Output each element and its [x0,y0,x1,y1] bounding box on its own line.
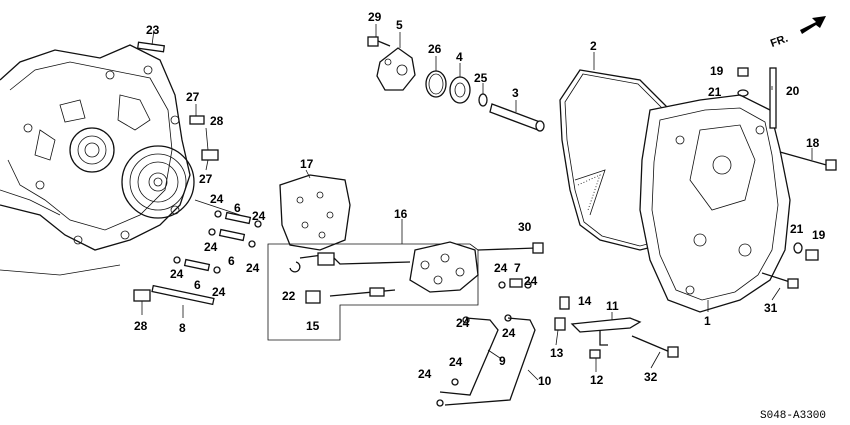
bracket-13 [554,317,566,331]
callout-12: 12 [590,373,604,387]
callout-29: 29 [368,10,382,24]
separator-plate-17 [279,174,351,251]
valve-body-group-frame [267,243,479,341]
callout-6-c: 6 [194,278,201,292]
callout-28-a: 28 [210,114,224,128]
leader-lines [141,24,813,381]
callout-24-f: 24 [212,285,226,299]
callout-7: 7 [514,261,521,275]
pipes-6-8 [151,210,262,306]
valve-body-16 [289,241,479,304]
callout-18: 18 [806,136,820,150]
bolt-32 [631,335,679,358]
dowel-pin-23 [136,41,166,53]
stud-bolts-right [737,67,837,289]
direction-label: FR. [769,33,790,50]
callout-6-b: 6 [228,254,235,268]
cover-plate-5 [376,47,416,91]
callout-19-b: 19 [812,228,826,242]
callout-27-b: 27 [199,172,213,186]
bolt-29 [367,36,391,47]
transmission-housing [0,44,241,276]
callout-11: 11 [606,299,619,313]
bearing-4 [449,76,471,104]
o-ring-26 [425,70,447,98]
callout-24-k: 24 [449,355,463,369]
callout-27-a: 27 [186,90,200,104]
callout-25: 25 [474,71,488,85]
callout-10: 10 [538,374,552,388]
callout-24-b: 24 [252,209,266,223]
callout-23: 23 [146,23,160,37]
callout-2: 2 [590,39,597,53]
callout-24-i: 24 [456,316,470,330]
callout-20: 20 [786,84,800,98]
callout-15: 15 [306,319,320,333]
callout-24-e: 24 [170,267,184,281]
callout-22: 22 [282,289,296,303]
callout-14: 14 [578,294,592,308]
callout-1: 1 [704,314,711,328]
callout-labels: 1 2 3 4 5 6 6 6 7 8 9 10 11 12 13 14 15 … [134,10,826,388]
transmission-cover-1 [639,94,791,313]
clip-14 [559,296,570,310]
callout-24-c: 24 [204,240,218,254]
small-fittings [498,278,532,289]
callout-24-j: 24 [502,326,516,340]
callout-28-b: 28 [134,319,148,333]
bolt-30 [477,242,544,254]
callout-16: 16 [394,207,408,221]
callout-8: 8 [179,321,186,335]
diagram-code: S048-A3300 [760,410,826,422]
callout-4: 4 [456,50,463,64]
callout-13: 13 [550,346,564,360]
callout-26: 26 [428,42,442,56]
callout-24-a: 24 [210,192,224,206]
front-direction-arrow-icon [800,16,826,34]
callout-21-b: 21 [790,222,804,236]
callout-21-a: 21 [708,85,722,99]
shaft-3 [489,103,545,132]
bolt-12 [589,349,601,359]
callout-24-g: 24 [494,261,508,275]
oil-pipes-9-10 [436,314,536,407]
lever-11 [570,317,642,346]
washer-25 [478,93,488,107]
callout-24-l: 24 [418,367,432,381]
callout-31: 31 [764,301,778,315]
callout-5: 5 [396,18,403,32]
callout-9: 9 [499,354,506,368]
callout-24-d: 24 [246,261,260,275]
callout-17: 17 [300,157,314,171]
callout-30: 30 [518,220,532,234]
callout-32: 32 [644,370,658,384]
callout-24-h: 24 [524,274,538,288]
callout-19-a: 19 [710,64,724,78]
callout-3: 3 [512,86,519,100]
callout-6-a: 6 [234,201,241,215]
